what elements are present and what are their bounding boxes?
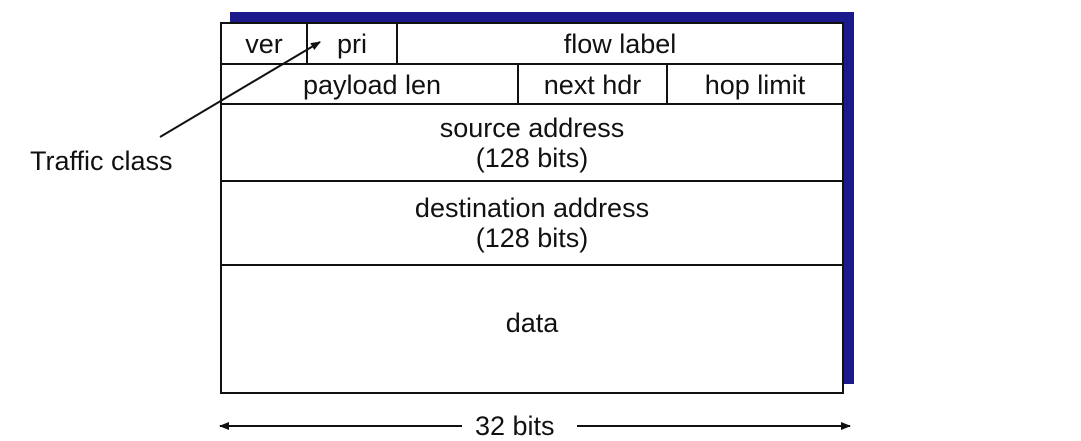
row-divider-2 (222, 103, 842, 105)
field-flow-label: flow label (398, 24, 842, 63)
field-source-address: source address (128 bits) (222, 105, 842, 180)
divider-ver-pri (306, 24, 308, 63)
source-address-label: source address (439, 112, 625, 143)
row-divider-1 (222, 63, 842, 65)
field-next-hdr: next hdr (519, 65, 666, 105)
field-hop-limit: hop limit (668, 65, 842, 105)
traffic-class-arrow (159, 41, 321, 138)
row-divider-3 (222, 180, 842, 182)
divider-pri-flow (396, 24, 398, 63)
field-ver-label: ver (245, 28, 283, 59)
traffic-class-label: Traffic class (30, 146, 173, 176)
divider-payload-next (517, 65, 519, 103)
field-data: data (222, 266, 842, 392)
ipv6-header: ver pri flow label payload len next hdr … (220, 22, 844, 394)
field-payload-len-label: payload len (302, 70, 442, 100)
source-address-bits: (128 bits) (475, 142, 589, 173)
field-payload-len: payload len (222, 65, 522, 105)
destination-address-bits: (128 bits) (475, 223, 589, 253)
field-ver: ver (222, 24, 306, 63)
divider-next-hop (666, 65, 668, 103)
destination-address-label: destination address (414, 193, 650, 223)
field-flow-label-text: flow label (563, 28, 677, 59)
field-pri-label: pri (336, 28, 367, 59)
field-hop-limit-label: hop limit (704, 70, 806, 100)
field-next-hdr-label: next hdr (543, 70, 642, 100)
width-label: 32 bits (475, 411, 555, 441)
field-destination-address: destination address (128 bits) (222, 182, 842, 264)
row-divider-4 (222, 264, 842, 266)
field-data-label: data (505, 308, 559, 338)
field-pri: pri (308, 24, 396, 63)
